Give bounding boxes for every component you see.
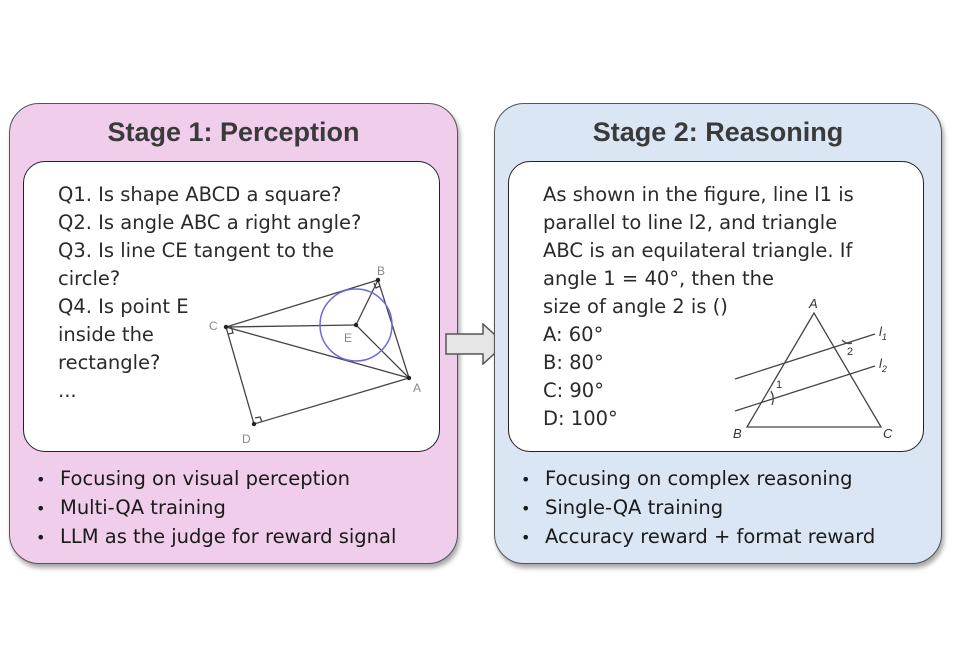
label-a: A (413, 381, 421, 395)
point-c (223, 324, 229, 330)
stage1-question-line: Q4. Is point E (58, 295, 189, 318)
stage2-option-b: B: 80° (543, 351, 604, 374)
label-d: D (242, 432, 251, 446)
right-angle-mark-b (373, 282, 381, 289)
right-angle-mark-d (254, 416, 263, 423)
stage2-option-d: D: 100° (543, 407, 618, 430)
bullet-text: LLM as the judge for reward signal (60, 525, 397, 548)
stage1-panel: Stage 1: Perception Q1. Is shape ABCD a … (9, 103, 458, 564)
vertex-c-label: C (883, 426, 893, 441)
list-item: • LLM as the judge for reward signal (36, 522, 396, 551)
stage2-bullet-list: • Focusing on complex reasoning • Single-Q… (521, 464, 875, 551)
stage1-title: Stage 1: Perception (107, 117, 360, 147)
bullet-text: Focusing on complex reasoning (545, 467, 853, 490)
stage2-option-a: A: 60° (543, 323, 604, 346)
stage2-triangle-figure: A B C 1 2 l1 l2 (733, 296, 893, 441)
bullet-text: Multi-QA training (60, 496, 226, 519)
label-c: C (209, 319, 218, 333)
angle-1-label: 1 (776, 379, 782, 391)
bullet-icon: • (36, 499, 46, 518)
stage2-problem-line: angle 1 = 40°, then the (543, 267, 774, 290)
right-angle-mark-c (227, 325, 234, 335)
bullet-icon: • (36, 528, 46, 547)
angle-1-arc (770, 390, 774, 406)
point-a (406, 375, 412, 381)
segment-eb (355, 279, 379, 326)
stage1-question-line: circle? (58, 267, 121, 290)
stage1-geometry-figure: B C E A D (209, 264, 421, 446)
point-d (251, 421, 257, 427)
list-item: • Single-QA training (521, 493, 875, 522)
line-l1-label: l1 (879, 324, 887, 342)
stage2-problem-line: ABC is an equilateral triangle. If (543, 239, 853, 262)
stage2-problem-box: As shown in the figure, line l1 is paral… (508, 161, 924, 452)
list-item: • Focusing on complex reasoning (521, 464, 875, 493)
stage1-bullet-list: • Focusing on visual perception • Multi-QA… (36, 464, 396, 551)
stage1-question-line: inside the (58, 323, 154, 346)
stage1-question-line: Q3. Is line CE tangent to the (58, 239, 335, 262)
bullet-icon: • (521, 499, 531, 518)
point-b (375, 277, 381, 283)
stage2-title: Stage 2: Reasoning (592, 117, 844, 147)
stage2-problem-line: parallel to line l2, and triangle (543, 211, 838, 234)
list-item: • Multi-QA training (36, 493, 396, 522)
bullet-text: Focusing on visual perception (60, 467, 350, 490)
triangle-abc (745, 311, 883, 428)
list-item: • Accuracy reward + format reward (521, 522, 875, 551)
stage2-problem-line: size of angle 2 is () (543, 295, 728, 318)
vertex-a-label: A (808, 296, 818, 311)
bullet-icon: • (521, 528, 531, 547)
stage1-question-line: ... (58, 379, 77, 402)
bullet-text: Single-QA training (545, 496, 724, 519)
line-l1 (734, 333, 876, 380)
segment-ea (355, 324, 410, 379)
bullet-text: Accuracy reward + format reward (545, 525, 876, 548)
list-item: • Focusing on visual perception (36, 464, 396, 493)
stage1-question-line: rectangle? (58, 351, 161, 374)
segment-ca (225, 326, 410, 379)
stage1-question-box: Q1. Is shape ABCD a square? Q2. Is angle… (23, 161, 440, 452)
point-e (353, 322, 359, 328)
angle-2-arc (841, 339, 853, 345)
circle (319, 288, 393, 362)
segment-ce (225, 324, 357, 328)
line-l2-label: l2 (879, 356, 887, 374)
bullet-icon: • (521, 470, 531, 489)
stage2-problem-line: As shown in the figure, line l1 is (543, 183, 854, 206)
vertex-b-label: B (733, 426, 742, 441)
line-l2 (734, 365, 876, 412)
stage1-question-line: Q2. Is angle ABC a right angle? (58, 211, 362, 234)
stage2-option-c: C: 90° (543, 379, 604, 402)
stage2-panel: Stage 2: Reasoning As shown in the figur… (494, 103, 942, 564)
label-b: B (377, 264, 385, 278)
angle-2-label: 2 (847, 346, 853, 358)
label-e: E (344, 331, 352, 345)
stage1-question-line: Q1. Is shape ABCD a square? (58, 183, 342, 206)
bullet-icon: • (36, 470, 46, 489)
